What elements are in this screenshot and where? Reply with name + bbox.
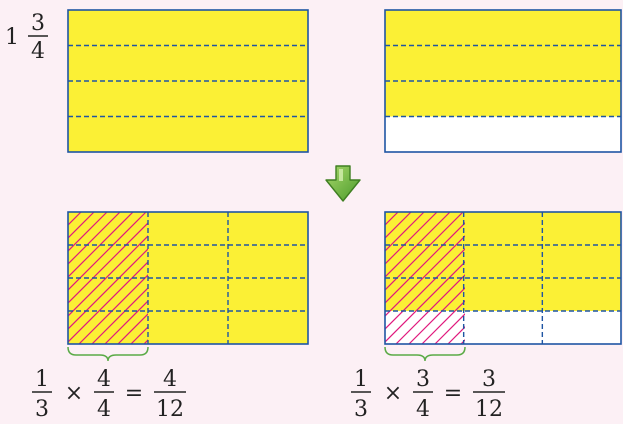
bottom-left-brace: [67, 346, 149, 362]
hatch-line: [68, 212, 108, 252]
eq-right-r-den: 12: [475, 397, 503, 422]
eq-right-times: ×: [384, 381, 402, 406]
hatch-line: [91, 287, 148, 344]
hatch-line: [68, 235, 148, 317]
hatch-line: [385, 235, 465, 317]
rect-border: [384, 211, 622, 345]
hatch-line: [117, 313, 148, 344]
rect-border: [384, 9, 622, 153]
bottom-left-rectangle: [67, 211, 309, 345]
hatch-line: [68, 212, 95, 239]
eq-left-r-num: 4: [163, 367, 177, 392]
hatch-line: [68, 212, 69, 213]
hatch-line: [68, 212, 121, 265]
hatch-line: [434, 313, 465, 344]
hatch-line: [385, 212, 412, 239]
hatch-line: [421, 300, 465, 344]
hatch-line: [385, 212, 438, 265]
hatch-line: [68, 212, 134, 278]
eq-right-r-num: 3: [482, 367, 496, 392]
filled-region: [385, 10, 621, 117]
eq-left-b-num: 4: [97, 367, 111, 392]
eq-left-equals: =: [125, 381, 143, 406]
hatch-line: [385, 212, 425, 252]
eq-left-times: ×: [65, 381, 83, 406]
mixed-numerator: 3: [31, 11, 45, 36]
eq-left-r-den: 12: [156, 397, 184, 422]
rect-border: [67, 9, 309, 153]
eq-right-b-num: 3: [416, 367, 430, 392]
top-right-rectangle: [384, 9, 622, 153]
mixed-denominator: 4: [31, 39, 45, 64]
eq-right-a-den: 3: [354, 397, 368, 422]
hatch-line: [385, 212, 451, 278]
filled-region: [385, 212, 621, 311]
eq-right-equals: =: [444, 381, 462, 406]
rect-border: [67, 211, 309, 345]
bottom-right-rectangle: [384, 211, 622, 345]
eq-left-a-num: 1: [35, 367, 49, 392]
hatch-line: [104, 300, 148, 344]
equation-left: 1 3 × 4 4 = 4 12: [32, 367, 186, 422]
mixed-number-label: 1 3 4: [5, 11, 48, 64]
top-left-rectangle: [67, 9, 309, 153]
mixed-whole: 1: [5, 25, 19, 50]
eq-right-b-den: 4: [416, 397, 430, 422]
eq-left-b-den: 4: [97, 397, 111, 422]
down-arrow-icon: [325, 165, 361, 202]
eq-left-a-den: 3: [35, 397, 49, 422]
hatch-line: [408, 287, 465, 344]
bottom-right-brace: [384, 346, 466, 362]
equation-right: 1 3 × 3 4 = 3 12: [351, 367, 505, 422]
eq-right-a-num: 1: [354, 367, 368, 392]
